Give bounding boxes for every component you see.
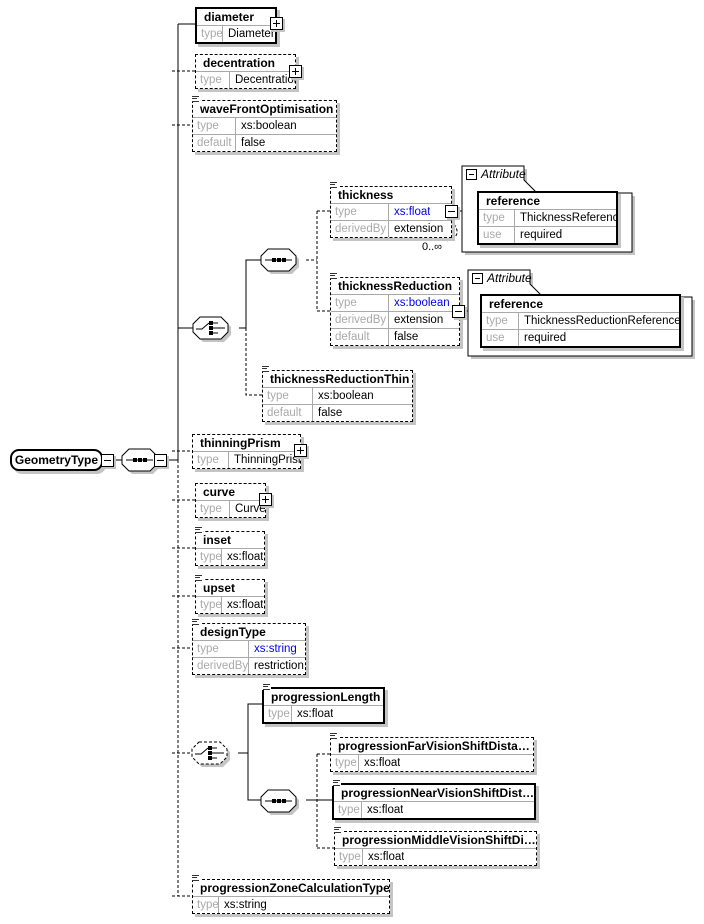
annotation-icon (329, 732, 338, 739)
repeat-corner-mark (445, 223, 458, 242)
sequence-icon[interactable] (121, 448, 160, 474)
element-name: progressionNearVisionShiftDist… (341, 786, 534, 800)
expand-icon[interactable] (270, 17, 283, 30)
collapse-icon[interactable] (472, 273, 483, 284)
element-name: decentration (203, 56, 276, 70)
connector-lines-dashed (172, 70, 458, 897)
occurrence-label: 0..∞ (421, 241, 443, 253)
element-name: thicknessReductionThin (270, 372, 410, 386)
element-name: inset (203, 533, 232, 547)
attribute-group-label: Attribute (481, 167, 526, 181)
element-name: diameter (204, 10, 255, 24)
annotation-icon (194, 526, 203, 533)
collapse-icon[interactable] (445, 205, 458, 218)
collapse-icon[interactable] (452, 305, 465, 318)
element-name: thickness (338, 188, 394, 202)
sequence-icon[interactable] (260, 248, 299, 274)
element-name: GeometryType (14, 453, 99, 467)
element-name: waveFrontOptimisation (200, 102, 334, 116)
collapse-icon[interactable] (154, 454, 167, 467)
element-name: progressionLength (271, 690, 381, 704)
attribute-group-label: Attribute (487, 271, 532, 285)
annotation-icon (191, 95, 200, 102)
element-name: thicknessReduction (338, 279, 453, 293)
element-name: progressionMiddleVisionShiftDi… (342, 833, 536, 847)
attribute-name: reference (489, 297, 544, 311)
choice-icon[interactable] (192, 316, 231, 342)
annotation-icon (262, 683, 271, 690)
collapse-icon[interactable] (466, 169, 477, 180)
annotation-icon (194, 574, 203, 581)
collapse-icon[interactable] (101, 454, 114, 467)
element-name: upset (203, 581, 236, 595)
annotation-icon (191, 618, 200, 625)
expand-icon[interactable] (259, 493, 272, 506)
element-name: progressionFarVisionShiftDista… (338, 739, 530, 753)
expand-icon[interactable] (289, 65, 302, 78)
annotation-icon (329, 272, 338, 279)
expand-icon[interactable] (294, 444, 307, 457)
element-name: progressionZoneCalculationType (200, 881, 389, 895)
element-name: designType (200, 625, 266, 639)
element-geometry-type[interactable]: GeometryType (10, 449, 103, 471)
connector-lines-solid (114, 23, 468, 801)
choice-icon[interactable] (191, 741, 230, 767)
attribute-reference[interactable]: reference typeThicknessReferences usereq… (477, 191, 618, 245)
annotation-icon (333, 826, 342, 833)
sequence-icon[interactable] (260, 789, 299, 815)
element-name: curve (203, 485, 236, 499)
annotation-icon (261, 365, 270, 372)
element-name: thinningPrism (200, 436, 281, 450)
annotation-icon (329, 181, 338, 188)
annotation-icon (191, 874, 200, 881)
attribute-name: reference (486, 194, 541, 208)
element-thinning-prism[interactable]: thinningPrism typeThinningPrism (192, 434, 301, 469)
annotation-icon (332, 779, 341, 786)
